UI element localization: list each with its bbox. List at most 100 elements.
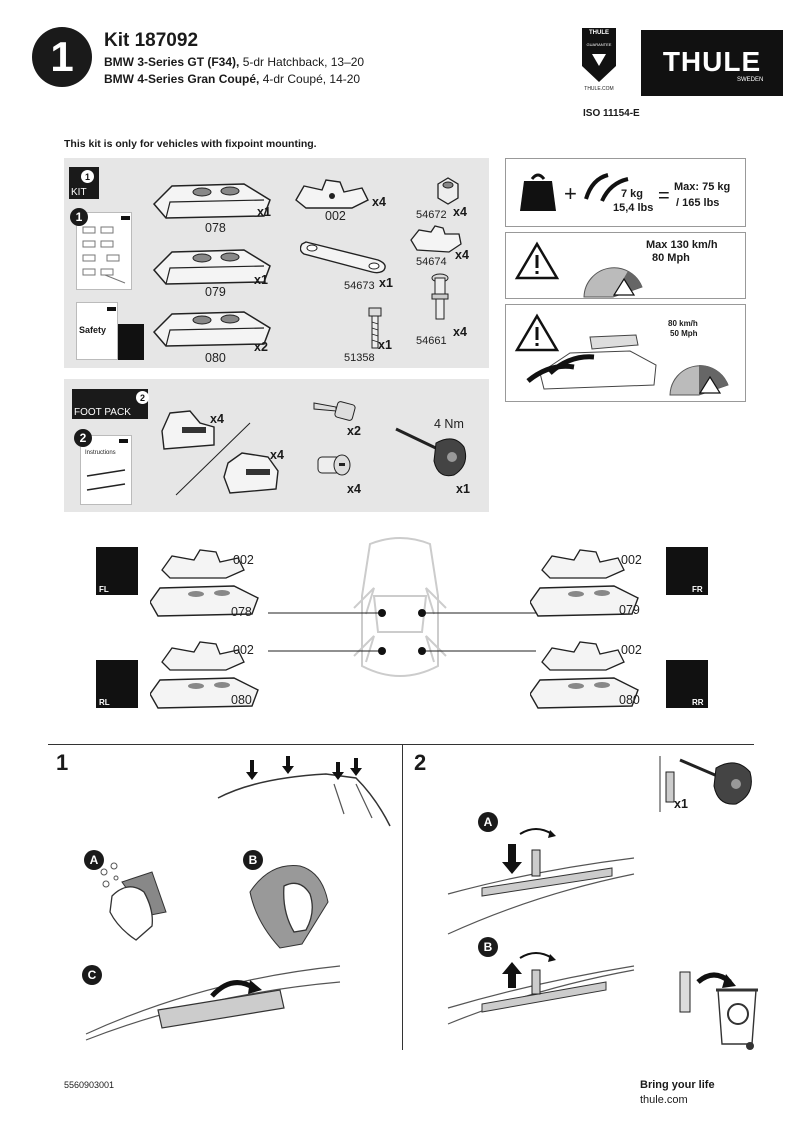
part-54673-id: 54673 (344, 280, 375, 292)
screw-51358-icon (368, 307, 382, 349)
thule-logo: THULE SWEDEN (641, 30, 783, 96)
step-1c-badge: C (82, 965, 102, 985)
kit-title: Kit 187092 (104, 30, 199, 51)
pad-080-icon (152, 311, 271, 347)
part-002-id: 002 (325, 209, 346, 223)
speedometer-2-icon (669, 364, 729, 396)
part-54661-id: 54661 (416, 335, 447, 347)
fr-assembly-icon (530, 549, 639, 617)
vehicle-line-1: BMW 3-Series GT (F34), 5-dr Hatchback, 1… (104, 55, 364, 69)
clip-54674-icon (410, 225, 462, 253)
safety-label: Safety (79, 325, 107, 335)
guarantee-seal: THULE GUARANTEE THULE.COM (580, 26, 618, 96)
remove-screw-icon (447, 952, 635, 1025)
foot-pack-panel: 2 FOOT PACK Instructions 2 x4 x4 x2 x4 4… (64, 379, 489, 512)
part-54672-qty: x4 (453, 205, 467, 219)
corner-fr: FR (666, 547, 708, 595)
pad-078-icon (152, 183, 271, 219)
kit-badge: 1 (81, 170, 94, 183)
torque-tool-icon (395, 427, 467, 477)
foot-pack-tag: FOOT PACK (74, 407, 131, 418)
loaded-speed-box: 80 km/h 50 Mph (505, 304, 746, 402)
iso-standard: ISO 11154-E (583, 108, 640, 119)
foot-type-2-qty: x4 (270, 448, 284, 462)
plus-sign: + (564, 181, 577, 206)
key-icon (313, 401, 356, 421)
cleaning-cloth-icon (100, 862, 167, 941)
step-1b-badge: B (243, 850, 263, 870)
kit-instruction-booklet (76, 212, 132, 290)
part-002-qty: x4 (372, 195, 386, 209)
key-qty: x2 (347, 424, 361, 438)
seal-bottom-text: THULE.COM (584, 86, 614, 92)
load-spec-box: + 7 kg 15,4 lbs = Max: 75 kg / 165 lbs (505, 158, 746, 227)
corner-fl-label: FL (99, 585, 109, 594)
recycle-bin-icon (679, 971, 758, 1050)
part-079-id: 079 (205, 285, 226, 299)
bracket-002-icon (295, 179, 369, 209)
wiping-cloth-icon (249, 865, 329, 949)
footer-url[interactable]: thule.com (640, 1094, 688, 1106)
warning-triangle-icon (514, 241, 560, 280)
part-51358-id: 51358 (344, 352, 375, 364)
loaded-speed-kmh: 80 km/h (668, 319, 698, 328)
vehicle-line-2: BMW 4-Series Gran Coupé, 4-dr Coupé, 14-… (104, 72, 360, 86)
booklet-diagram-icon (82, 216, 130, 284)
bar-weight-lbs: 15,4 lbs (613, 202, 654, 214)
lock-qty: x4 (347, 482, 361, 496)
car-with-load-icon (526, 334, 657, 390)
kit-panel: 1 KIT 1 Safety 078 x1 079 x1 (64, 158, 489, 368)
bar-weight-kg: 7 kg (621, 188, 644, 200)
lock-cylinder-icon (317, 454, 351, 476)
fl-bottom-id: 078 (231, 605, 252, 619)
warning-triangle-2-icon (514, 313, 560, 352)
foot-pack-box-icon (72, 389, 148, 419)
part-54661-qty: x4 (453, 325, 467, 339)
foot-booklet-bars-icon (86, 469, 126, 491)
part-080-qty: x2 (254, 340, 268, 354)
max-load-lbs: / 165 lbs (676, 197, 720, 209)
insert-screw-icon (447, 828, 635, 935)
rl-top-id: 002 (233, 643, 254, 657)
step-2a-badge: A (478, 812, 498, 832)
part-080-id: 080 (205, 351, 226, 365)
speed-spec-box: Max 130 km/h 80 Mph (505, 232, 746, 299)
part-54672-id: 54672 (416, 209, 447, 221)
rl-assembly-icon (150, 641, 259, 709)
step-number-badge: 1 (32, 27, 92, 87)
nut-54672-icon (437, 177, 459, 205)
vehicle-detail-1: 5-dr Hatchback, 13–20 (239, 55, 365, 69)
vehicle-model-1: BMW 3-Series GT (F34), (104, 55, 240, 69)
max-load-kg: Max: 75 kg (674, 181, 731, 193)
foot-type-1-qty: x4 (210, 412, 224, 426)
seal-top-text: THULE (589, 30, 609, 36)
part-078-qty: x1 (257, 205, 271, 219)
foot-pack-badge: 2 (136, 391, 149, 404)
foot-booklet-tab (119, 439, 128, 443)
vehicle-detail-2: 4-dr Coupé, 14-20 (259, 72, 361, 86)
safety-booklet: Safety (76, 302, 118, 360)
part-54674-id: 54674 (416, 256, 447, 268)
step-2-number: 2 (414, 750, 427, 775)
corner-rl: RL (96, 660, 138, 708)
fixpoint-notice: This kit is only for vehicles with fixpo… (64, 138, 317, 150)
step-2b-badge: B (478, 937, 498, 957)
corner-rl-label: RL (99, 698, 110, 707)
footer-slogan: Bring your life (640, 1079, 715, 1091)
equals-sign: = (658, 185, 670, 207)
car-roof-arrows-icon (217, 756, 391, 827)
step-1a-badge: A (84, 850, 104, 870)
safety-booklet-tab (107, 307, 116, 311)
part-54673-qty: x1 (379, 276, 393, 290)
corner-fr-label: FR (692, 585, 703, 594)
rr-bottom-id: 080 (619, 693, 640, 707)
step-divider-vertical (402, 744, 403, 1050)
part-079-qty: x1 (254, 273, 268, 287)
corner-rr-label: RR (692, 698, 704, 707)
rl-bottom-id: 080 (231, 693, 252, 707)
tool-qty: x1 (456, 482, 470, 496)
fixpoint-cover-icon (85, 965, 341, 1041)
vehicle-model-2: BMW 4-Series Gran Coupé, (104, 72, 260, 86)
fl-top-id: 002 (233, 553, 254, 567)
